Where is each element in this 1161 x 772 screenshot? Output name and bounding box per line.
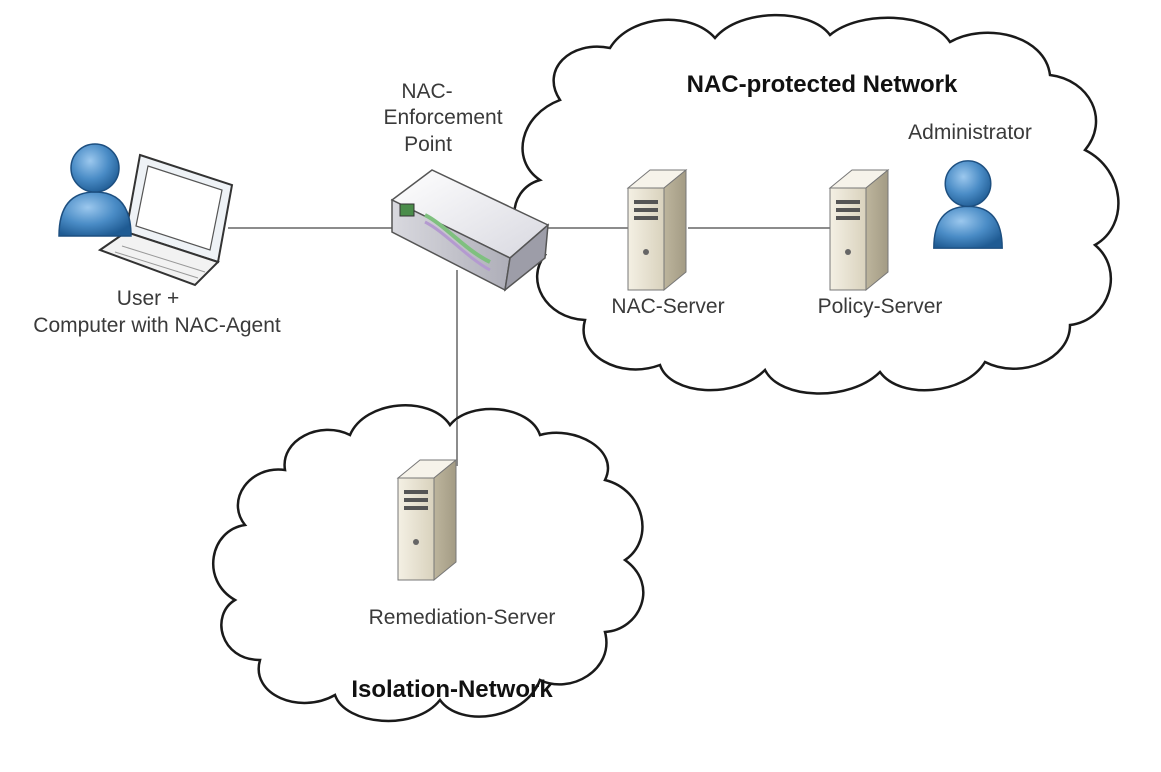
user-label-line1: User + <box>117 287 179 310</box>
laptop-icon <box>97 153 234 287</box>
server-icon <box>627 169 687 291</box>
user-icon <box>58 143 132 237</box>
policy-server-node <box>829 169 889 291</box>
remediation-server-node <box>397 459 457 581</box>
server-icon <box>397 459 457 581</box>
policy-server-label: Policy-Server <box>818 295 943 318</box>
enforcement-point-label-line2: Enforcement <box>383 106 502 129</box>
user-label-line2: Computer with NAC-Agent <box>33 314 281 337</box>
nac-server-label: NAC-Server <box>611 295 724 318</box>
remediation-server-label: Remediation-Server <box>369 606 556 629</box>
nac-server-node <box>627 169 687 291</box>
server-icon <box>829 169 889 291</box>
user-computer-node <box>58 143 234 287</box>
network-switch-icon <box>390 169 550 292</box>
enforcement-point-label-line1: NAC- <box>401 80 452 103</box>
administrator-label: Administrator <box>908 121 1032 144</box>
nac-network-title: NAC-protected Network <box>687 71 958 98</box>
nac-protected-network-cloud <box>513 13 1120 395</box>
isolation-network-title: Isolation-Network <box>351 676 553 703</box>
enforcement-point-label-line3: Point <box>404 133 452 156</box>
